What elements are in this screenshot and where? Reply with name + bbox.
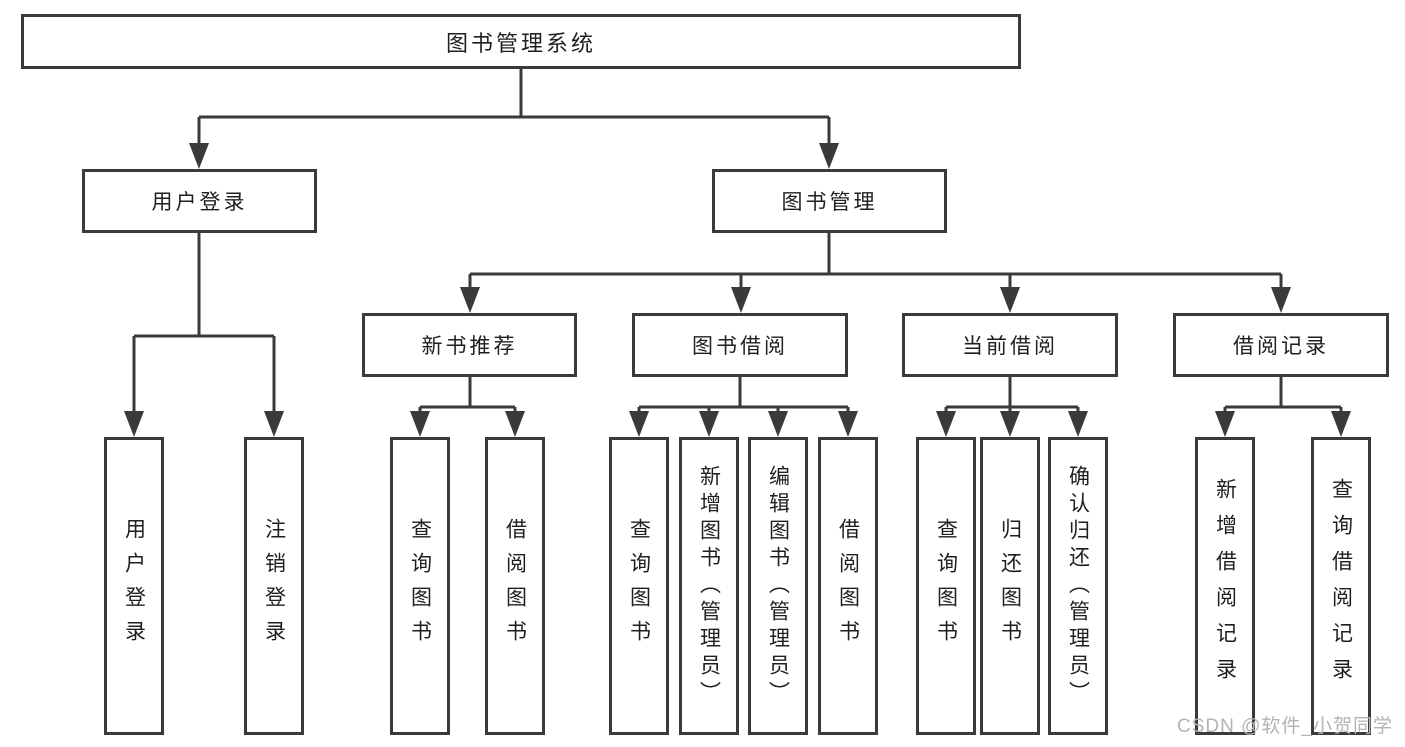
arrow-icon [264,411,284,437]
leaf-borrowing-edit-admin: 编辑图书（管理员） [748,437,808,735]
node-book-management: 图书管理 [712,169,947,233]
node-label: 用户登录 [151,191,248,214]
arrow-icon [731,287,751,313]
node-label: 新书推荐 [421,335,518,358]
node-label: 当前借阅 [962,335,1058,358]
node-label: 借阅图书 [503,518,527,654]
leaf-current-return: 归还图书 [980,437,1040,735]
node-label: 确认归还（管理员） [1066,464,1090,708]
arrow-icon [189,143,209,169]
leaf-newbook-query: 查询图书 [390,437,450,735]
arrow-icon [1331,411,1351,437]
leaf-user-login: 用户登录 [104,437,164,735]
arrow-icon [699,411,719,437]
node-label: 新增借阅记录 [1213,478,1237,694]
node-label: 查询图书 [627,518,651,654]
node-current-borrowing: 当前借阅 [902,313,1118,377]
node-label: 归还图书 [998,518,1022,654]
leaf-logout: 注销登录 [244,437,304,735]
leaf-borrowing-add-admin: 新增图书（管理员） [679,437,739,735]
arrow-icon [505,411,525,437]
node-label: 借阅记录 [1233,335,1329,358]
arrow-icon [1000,287,1020,313]
arrow-icon [768,411,788,437]
node-label: 查询借阅记录 [1329,478,1353,694]
leaf-record-query: 查询借阅记录 [1311,437,1371,735]
arrow-icon [1068,411,1088,437]
leaf-newbook-borrow: 借阅图书 [485,437,545,735]
node-label: 图书管理 [781,191,878,214]
node-book-borrowing: 图书借阅 [632,313,848,377]
node-label: 查询图书 [408,518,432,654]
node-label: 编辑图书（管理员） [766,464,790,708]
arrow-icon [1215,411,1235,437]
arrow-icon [460,287,480,313]
node-root-system: 图书管理系统 [21,14,1021,69]
arrow-icon [124,411,144,437]
node-label: 借阅图书 [836,518,860,654]
leaf-current-query: 查询图书 [916,437,976,735]
node-label: 用户登录 [122,518,146,654]
arrow-icon [410,411,430,437]
arrow-icon [936,411,956,437]
node-new-book-recommend: 新书推荐 [362,313,577,377]
node-borrow-records: 借阅记录 [1173,313,1389,377]
arrow-icon [629,411,649,437]
arrow-icon [838,411,858,437]
node-user-login: 用户登录 [82,169,317,233]
node-label: 新增图书（管理员） [697,464,721,708]
node-label: 图书管理系统 [445,30,596,56]
arrow-icon [1271,287,1291,313]
arrow-icon [1000,411,1020,437]
node-label: 查询图书 [934,518,958,654]
leaf-borrowing-query: 查询图书 [609,437,669,735]
node-label: 图书借阅 [692,335,788,358]
node-label: 注销登录 [262,518,286,654]
arrow-icon [819,143,839,169]
leaf-record-add: 新增借阅记录 [1195,437,1255,735]
leaf-current-confirm-admin: 确认归还（管理员） [1048,437,1108,735]
leaf-borrowing-borrow: 借阅图书 [818,437,878,735]
csdn-watermark: CSDN @软件_小贺同学 [1177,716,1393,737]
